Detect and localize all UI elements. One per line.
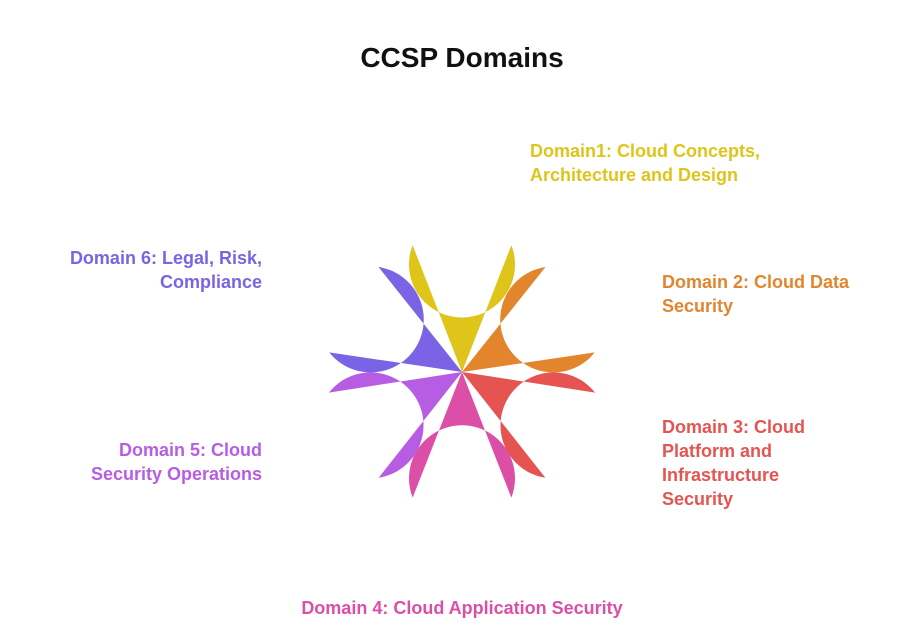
- page-title: CCSP Domains: [360, 42, 564, 73]
- domain-2-label: Domain 2: Cloud Data Security: [662, 272, 850, 316]
- petal-d1: [409, 203, 515, 372]
- petal-d4-shape: [409, 372, 515, 498]
- domain-6-label: Domain 6: Legal, Risk, Compliance: [69, 248, 262, 292]
- cloud-data-sync-icon: [564, 280, 610, 316]
- petal-d2: [462, 267, 610, 373]
- domain-4-label: Domain 4: Cloud Application Security: [301, 598, 623, 618]
- petal-d5-shape: [328, 372, 462, 478]
- petal-d3-shape: [462, 372, 596, 478]
- cloud-gear-icon: [319, 425, 355, 459]
- cloud-network-icon: [444, 203, 479, 244]
- petal-d6: [319, 267, 462, 373]
- cloud-lock-icon: [569, 425, 605, 459]
- domain-1-label: Domain1: Cloud Concepts, Architecture an…: [530, 141, 761, 185]
- domain-5-label: Domain 5: Cloud Security Operations: [90, 440, 262, 484]
- petal-d6-shape: [329, 267, 462, 373]
- petal-d3: [462, 372, 605, 478]
- petal-d1-shape: [409, 245, 515, 372]
- petal-d2-shape: [462, 267, 595, 373]
- scales-pin-icon: [319, 278, 355, 320]
- domain-3-label: Domain 3: Cloud Platform and Infrastruct…: [662, 417, 805, 509]
- petal-d4: [409, 372, 515, 534]
- cloud-shield-icon: [444, 497, 480, 534]
- petal-d5: [319, 372, 462, 478]
